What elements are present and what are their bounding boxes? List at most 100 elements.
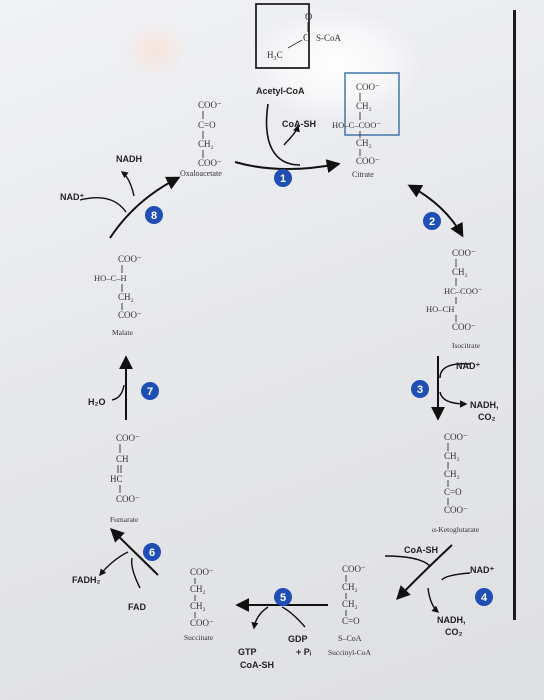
step-4-badge: [475, 588, 493, 606]
succinyl-coa: COO⁻ CH₂ CH₂ C=O S–CoA Succinyl-CoA: [328, 564, 371, 657]
ketoglutarate-line-4: C=O: [444, 487, 462, 497]
step6-arrow: [109, 528, 159, 576]
acetyl-highlight-box: [255, 3, 310, 69]
step4-co2: CO₂: [445, 627, 463, 637]
succinyl-line-3: CH₂: [342, 599, 358, 609]
oxaloacetate-line-3: CH₂: [198, 139, 214, 149]
step6-fadh2: FADH₂: [72, 575, 101, 585]
step-2-badge: [423, 212, 441, 230]
succinyl-line-5: S–CoA: [338, 634, 362, 643]
step6-fadh2-out: [99, 551, 129, 577]
malate-line-4: COO⁻: [118, 310, 142, 320]
step-5-number: 5: [280, 592, 286, 604]
malate-name: Malate: [112, 328, 133, 337]
step-8-badge: [145, 206, 163, 224]
step5-gtp-out: [251, 606, 269, 630]
step4-nadh: NADH,: [437, 615, 466, 625]
step-5-badge: [274, 588, 292, 606]
step7-h2o: H₂O: [88, 397, 106, 407]
fumarate-line-4: COO⁻: [116, 494, 140, 504]
citrate-line-3: HO–C–COO⁻: [332, 120, 381, 130]
acetyl-c: C: [303, 33, 310, 44]
acetyl-s-coa: S-CoA: [316, 33, 342, 43]
succinyl-line-4: C=O: [342, 616, 360, 626]
step-7-number: 7: [147, 386, 153, 398]
succinyl-name: Succinyl-CoA: [328, 648, 371, 657]
coash-top-label: CoA-SH: [282, 119, 316, 129]
step8-nad: NAD⁺: [60, 192, 84, 202]
step-7-badge: [141, 382, 159, 400]
succinate-line-2: CH₂: [190, 584, 206, 594]
step5-gdp: GDP: [288, 634, 308, 644]
step3-nad-in: [439, 363, 471, 379]
citrate-highlight-box: [344, 72, 400, 136]
step8-arrow: [109, 176, 181, 239]
oxaloacetate: COO⁻ C=O CH₂ COO⁻ Oxaloacetate: [180, 100, 222, 178]
step4-nad: NAD⁺: [470, 565, 494, 575]
citrate: COO⁻ CH₂ HO–C–COO⁻ CH₂ COO⁻ Citrate: [332, 72, 400, 179]
citrate-line-2: CH₂: [356, 101, 372, 111]
light-glare-secondary: [120, 20, 190, 80]
acetyl-coa: O C S-CoA H₃C Acetyl-CoA: [255, 3, 342, 96]
oxaloacetate-line-2: C=O: [198, 120, 216, 130]
step5-gdp-in: [281, 606, 306, 628]
step2-arrow: [407, 184, 464, 238]
step6-fad: FAD: [128, 602, 147, 612]
ketoglutarate-line-5: COO⁻: [444, 505, 468, 515]
step4-nadh-out: [427, 587, 440, 613]
step-3-number: 3: [417, 384, 423, 396]
citrate-line-4: CH₂: [356, 138, 372, 148]
step4-coash-in: [384, 555, 431, 567]
acetyl-coa-label: Acetyl-CoA: [256, 86, 305, 96]
ketoglutarate-line-1: COO⁻: [444, 432, 468, 442]
coash-out-arrow: [283, 124, 300, 146]
succinate-name: Succinate: [184, 633, 214, 642]
ketoglutarate: COO⁻ CH₂ CH₂ C=O COO⁻ α-Ketoglutarate: [432, 432, 480, 534]
citrate-line-1: COO⁻: [356, 82, 380, 92]
acetyl-ch3: H₃C: [267, 50, 283, 60]
step-1-number: 1: [280, 173, 286, 185]
malate-line-3: CH₂: [118, 292, 134, 302]
step-3-badge: [411, 380, 429, 398]
isocitrate-line-3: HC–COO⁻: [444, 286, 483, 296]
ketoglutarate-name: α-Ketoglutarate: [432, 525, 480, 534]
step4-coash: CoA-SH: [404, 545, 438, 555]
fumarate-line-3: HC: [110, 474, 123, 484]
oxaloacetate-name: Oxaloacetate: [180, 169, 222, 178]
ketoglutarate-line-2: CH₂: [444, 451, 460, 461]
malate-line-1: COO⁻: [118, 254, 142, 264]
step5-gtp: GTP: [238, 647, 257, 657]
step5-pi: + Pᵢ: [296, 647, 312, 657]
fumarate-name: Fumarate: [110, 515, 139, 524]
acetyl-in-arrow: [265, 103, 301, 166]
step-2-number: 2: [429, 216, 435, 228]
step-6-number: 6: [149, 547, 155, 559]
isocitrate: COO⁻ CH₂ HC–COO⁻ HO–CH COO⁻ Isocitrate: [426, 248, 483, 350]
isocitrate-line-2: CH₂: [452, 267, 468, 277]
succinate-line-4: COO⁻: [190, 618, 214, 628]
step8-nadh: NADH: [116, 154, 142, 164]
light-glare: [250, 10, 420, 120]
step3-nadh: NADH,: [470, 400, 499, 410]
step-1-badge: [274, 169, 292, 187]
citrate-line-5: COO⁻: [356, 156, 380, 166]
step1-arrow: [234, 159, 341, 173]
step4-arrow: [396, 544, 453, 601]
succinate: COO⁻ CH₂ CH₂ COO⁻ Succinate: [184, 567, 214, 642]
step6-fad-in: [130, 557, 141, 589]
isocitrate-line-1: COO⁻: [452, 248, 476, 258]
oxaloacetate-line-1: COO⁻: [198, 100, 222, 110]
isocitrate-line-4: HO–CH: [426, 304, 454, 314]
citrate-name: Citrate: [352, 170, 374, 179]
malate: COO⁻ HO–C–H CH₂ COO⁻ Malate: [94, 254, 142, 337]
step-4-number: 4: [481, 592, 488, 604]
succinyl-line-1: COO⁻: [342, 564, 366, 574]
fumarate: COO⁻ CH HC COO⁻ Fumarate: [110, 433, 140, 524]
succinate-line-1: COO⁻: [190, 567, 214, 577]
step5-coash: CoA-SH: [240, 660, 274, 670]
step7-h2o-in: [111, 384, 125, 401]
step3-nadh-out: [439, 391, 468, 408]
malate-line-2: HO–C–H: [94, 273, 127, 283]
fumarate-line-1: COO⁻: [116, 433, 140, 443]
